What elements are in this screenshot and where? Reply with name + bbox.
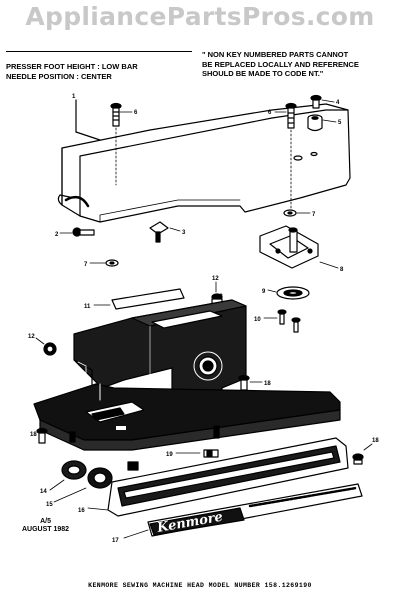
- watermark-text: AppliancePartsPros.com: [25, 2, 375, 31]
- screw-18-b: [238, 374, 263, 391]
- header-left: PRESSER FOOT HEIGHT : LOW BAR NEEDLE POS…: [6, 62, 138, 81]
- header-right: " NON KEY NUMBERED PARTS CANNOT BE REPLA…: [202, 50, 398, 79]
- callout-7-right: 7: [312, 212, 316, 218]
- callout-6-right: 6: [268, 110, 272, 116]
- callout-7-left: 7: [84, 262, 88, 268]
- screw-18-c: [352, 443, 373, 465]
- callout-3: 3: [182, 230, 186, 236]
- nameplate-17: [123, 483, 363, 539]
- callout-18-mid: 18: [264, 381, 271, 387]
- revision-month-year: AUGUST 1982: [22, 526, 70, 533]
- callout-12-top: 12: [212, 276, 219, 282]
- callout-6-left: 6: [134, 110, 138, 116]
- presser-foot-note: PRESSER FOOT HEIGHT : LOW BAR: [6, 62, 138, 71]
- callout-5: 5: [338, 120, 342, 126]
- screw-4: [310, 94, 335, 109]
- callout-13: 13: [216, 294, 223, 300]
- brand-name: Kenmore: [155, 510, 224, 536]
- leader-1b: [75, 131, 101, 141]
- non-key-note-line2: BE REPLACED LOCALLY AND REFERENCE: [202, 59, 359, 69]
- front-cover-16: [87, 437, 349, 517]
- screw-6-right: [274, 102, 297, 211]
- callout-8: 8: [340, 267, 344, 273]
- callout-19: 19: [166, 452, 173, 458]
- callout-16: 16: [78, 508, 85, 514]
- screw-6-left: [110, 102, 133, 186]
- callout-11: 11: [84, 304, 91, 310]
- knob-12-left: [35, 337, 57, 356]
- screw-18-a: [36, 427, 48, 444]
- knob-14-15: [49, 460, 113, 503]
- revision-date: A/5 AUGUST 1982: [22, 518, 69, 534]
- callout-10: 10: [254, 317, 261, 323]
- callout-18-right: 18: [372, 438, 379, 444]
- screws-10: [263, 309, 301, 333]
- callout-1: 1: [72, 94, 76, 100]
- thread-tension-8: [259, 225, 339, 269]
- screw-2: [59, 227, 95, 237]
- model-footer: KENMORE SEWING MACHINE HEAD MODEL NUMBER…: [88, 582, 312, 589]
- callout-12-left: 12: [28, 334, 35, 340]
- machine-head: [33, 299, 341, 451]
- revision-code: A/5: [40, 518, 51, 525]
- callout-14: 14: [40, 489, 47, 495]
- bushing-5: [307, 114, 337, 132]
- header-rule: [6, 51, 192, 52]
- disc-9: [267, 286, 310, 300]
- non-key-note-line3: SHOULD BE MADE TO CODE NT.": [202, 69, 324, 78]
- top-cover-part: [57, 103, 351, 223]
- needle-position-note: NEEDLE POSITION : CENTER: [6, 71, 112, 81]
- callout-17: 17: [112, 538, 119, 544]
- callout-4: 4: [336, 100, 340, 106]
- washer-7-right: [283, 209, 311, 217]
- decal-11: [93, 288, 185, 310]
- callout-9: 9: [262, 289, 266, 295]
- non-key-note-line1: " NON KEY NUMBERED PARTS CANNOT: [202, 50, 349, 59]
- slide-switch-19: [127, 449, 219, 471]
- callout-15: 15: [46, 502, 53, 508]
- washer-7-left: [89, 259, 119, 267]
- callout-2: 2: [55, 232, 59, 238]
- callout-18-left: 18: [30, 432, 37, 438]
- clip-3: [149, 221, 181, 243]
